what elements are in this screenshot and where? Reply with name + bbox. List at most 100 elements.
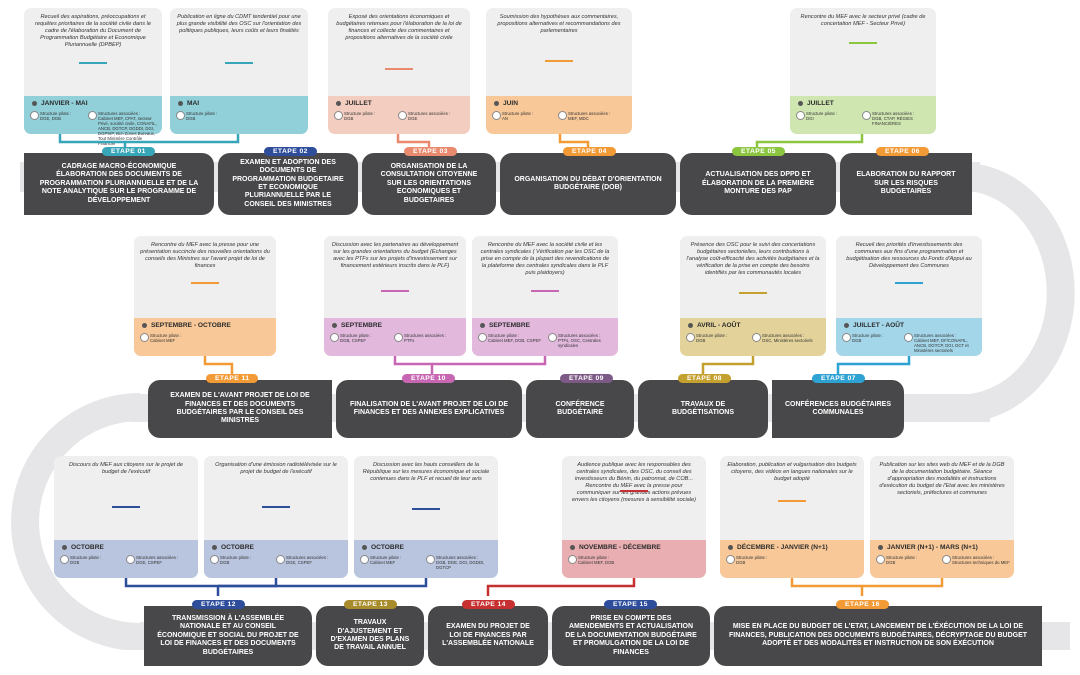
card-description: Recueil des priorités d'investissements … <box>846 242 972 269</box>
card-footer: OCTOBRE Structure pilote :Cabinet MEF St… <box>354 540 498 578</box>
pilot-value: DGB <box>696 338 706 343</box>
card-accent-line <box>191 282 219 284</box>
card-description: Rencontre du MEF avec la société civile … <box>480 242 610 276</box>
pilot-value: DGB, CSPEF <box>340 338 367 343</box>
card-description: Publication sur les sites web du MEF et … <box>879 462 1005 496</box>
assoc-value: DGB, DGE, DGI, DGDDI, DGTCP <box>436 560 485 570</box>
assoc-value: MEF, MDC <box>568 116 589 121</box>
step-box: TRAVAUX D'AJUSTEMENT ET D'EXAMEN DES PLA… <box>316 606 424 666</box>
card-footer: JUILLET Structure pilote :DGI Structures… <box>790 96 936 134</box>
step-box: MISE EN PLACE DU BUDGET DE L'ETAT, LANCE… <box>714 606 1042 666</box>
pilot-value: Cabinet MEF, DGB, CSPEF <box>488 338 542 343</box>
step-box: ORGANISATION DU DÉBAT D'ORIENTATION BUDG… <box>500 153 676 215</box>
step-title: ELABORATION DU RAPPORT SUR LES RISQUES B… <box>856 171 956 196</box>
card-description: Discussion avec les partenaires au dével… <box>331 242 459 269</box>
assoc-value: DGE, CSPEF <box>286 560 313 565</box>
pilot-icon <box>30 111 39 120</box>
card-accent-line <box>895 282 923 284</box>
pilot-icon <box>568 555 577 564</box>
step-tag: ETAPE 06 <box>876 147 929 156</box>
pilot-icon <box>686 333 695 342</box>
card-accent-line <box>412 508 440 510</box>
step-title: CONFÉRENCE BUDGÉTAIRE <box>555 400 605 416</box>
pilot-label: Structure pilote : <box>220 555 252 560</box>
card-period: OCTOBRE <box>371 544 404 551</box>
pilot-value: Cabinet MEF <box>370 560 396 565</box>
card-period: JUILLET <box>345 100 372 107</box>
card-description: Elaboration, publication et vulgarisatio… <box>727 462 857 482</box>
assoc-value: DGE, CSPEF <box>136 560 163 565</box>
card-accent-line <box>112 506 140 508</box>
step-box: EXAMEN DE L'AVANT PROJET DE LOI DE FINAN… <box>148 380 332 438</box>
card-footer: JUIN Structure pilote :AN Structures ass… <box>486 96 632 134</box>
card-accent-line <box>739 292 767 294</box>
card-footer: DÉCEMBRE - JANVIER (N+1) Structure pilot… <box>720 540 864 578</box>
pilot-icon <box>492 111 501 120</box>
associated-icon <box>398 111 407 120</box>
card-period: JANVIER (N+1) - MARS (N+1) <box>887 544 978 551</box>
pilot-label: Structure pilote : <box>40 111 72 116</box>
step-title: TRAVAUX DE BUDGÉTISATIONS <box>671 400 735 416</box>
activity-card: Rencontre du MEF avec la société civile … <box>472 236 618 356</box>
card-accent-line <box>381 290 409 292</box>
step-title: ORGANISATION DE LA CONSULTATION CITOYENN… <box>380 162 478 204</box>
pilot-icon <box>360 555 369 564</box>
pilot-label: Structure pilote : <box>886 555 918 560</box>
card-footer: JUILLET Structure pilote :DGB Structures… <box>328 96 470 134</box>
pilot-label: Structure pilote : <box>852 333 884 338</box>
card-description: Audience publique avec les responsables … <box>571 462 697 503</box>
activity-card: Audience publique avec les responsables … <box>562 456 706 578</box>
assoc-label: Structures associées : <box>286 555 329 560</box>
associated-icon <box>394 333 403 342</box>
step-tag: ETAPE 02 <box>264 147 317 156</box>
associated-icon <box>548 333 557 342</box>
pilot-value: DGB <box>736 560 746 565</box>
step-tag: ETAPE 03 <box>404 147 457 156</box>
card-period: JUIN <box>503 100 519 107</box>
card-accent-line <box>545 60 573 62</box>
step-box: TRANSMISSION À L'ASSEMBLÉE NATIONALE ET … <box>144 606 312 666</box>
activity-card: Soumission des hypothèses aux commentair… <box>486 8 632 134</box>
card-accent-line <box>620 490 648 492</box>
pilot-value: AN <box>502 116 508 121</box>
step-tag: ETAPE 13 <box>344 600 397 609</box>
assoc-label: Structures associées : <box>98 111 141 116</box>
step-tag: ETAPE 07 <box>812 374 865 383</box>
card-description: Présence des OSC pour le suivi des conce… <box>686 242 820 276</box>
step-box: TRAVAUX DE BUDGÉTISATIONS <box>638 380 768 438</box>
card-description: Exposé des orientations économiques et b… <box>336 14 462 41</box>
assoc-label: Structures associées : <box>558 333 601 338</box>
card-footer: JANVIER (N+1) - MARS (N+1) Structure pil… <box>870 540 1014 578</box>
assoc-value: PTFs, OSC, Centrales syndicales <box>558 338 601 348</box>
activity-card: Discussion avec les hauts conseillers de… <box>354 456 498 578</box>
assoc-label: Structures associées : <box>404 333 447 338</box>
pilot-icon <box>726 555 735 564</box>
card-description: Organisation d'une émission radiotélévis… <box>215 462 337 475</box>
step-box: CADRAGE MACRO-ÉCONOMIQUE ÉLABORATION DES… <box>24 153 214 215</box>
card-period: SEPTEMBRE <box>489 322 531 329</box>
pilot-icon <box>330 333 339 342</box>
step-title: EXAMEN DE L'AVANT PROJET DE LOI DE FINAN… <box>170 392 310 425</box>
card-period: JUILLET - AOÛT <box>853 322 905 329</box>
pilot-label: Structure pilote : <box>488 333 520 338</box>
activity-card: Publication sur les sites web du MEF et … <box>870 456 1014 578</box>
activity-card: Rencontre du MEF avec le secteur privé (… <box>790 8 936 134</box>
card-footer: OCTOBRE Structure pilote :DGB Structures… <box>204 540 348 578</box>
card-accent-line <box>225 62 253 64</box>
activity-card: Exposé des orientations économiques et b… <box>328 8 470 134</box>
activity-card: Recueil des priorités d'investissements … <box>836 236 982 356</box>
step-box: EXAMEN ET ADOPTION DES DOCUMENTS DE PROG… <box>218 153 358 215</box>
step-tag: ETAPE 15 <box>604 600 657 609</box>
pilot-value: DGB <box>186 116 196 121</box>
pilot-label: Structure pilote : <box>578 555 610 560</box>
card-period: SEPTEMBRE <box>341 322 383 329</box>
step-title: FINALISATION DE L'AVANT PROJET DE LOI DE… <box>349 400 508 416</box>
pilot-value: DGI <box>806 116 814 121</box>
activity-card: Elaboration, publication et vulgarisatio… <box>720 456 864 578</box>
card-footer: MAI Structure pilote :DGB <box>170 96 308 134</box>
assoc-value: OSC, Ministères sectoriels <box>762 338 813 343</box>
card-description: Discussion avec les hauts conseillers de… <box>362 462 490 482</box>
pilot-value: DGB <box>220 560 230 565</box>
assoc-value: DGB, CTAP, RÉGIES FINANCIÈRES <box>872 116 913 126</box>
